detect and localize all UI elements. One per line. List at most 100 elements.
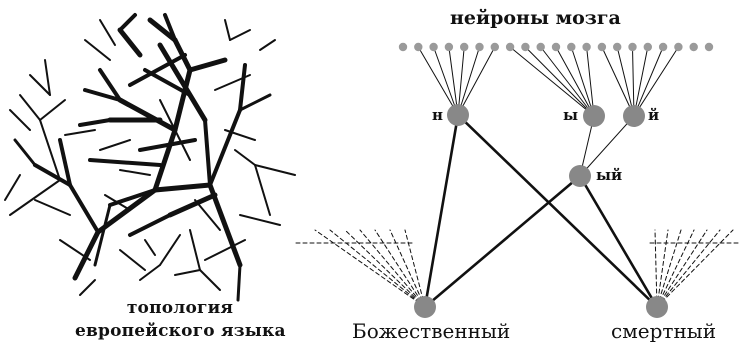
neuron-dot xyxy=(460,42,469,52)
tree-branch xyxy=(58,138,72,187)
fan-line-bottom-right xyxy=(654,229,658,308)
fan-line-y xyxy=(570,46,595,117)
tree-branch xyxy=(83,88,122,102)
tree-branch xyxy=(39,119,61,181)
neuron-node-word-right xyxy=(646,296,668,318)
connection-yj-left xyxy=(423,174,582,309)
tree-branch xyxy=(39,99,66,121)
neurons-title: нейроны мозга xyxy=(450,7,621,29)
tree-branch xyxy=(236,263,242,302)
tree-branch xyxy=(224,19,231,41)
tree-branch xyxy=(34,199,71,216)
neuron-dot xyxy=(689,42,698,52)
tree-branch xyxy=(157,42,208,123)
tree-branch xyxy=(104,194,131,211)
neuron-dot xyxy=(505,42,515,52)
tree-branch xyxy=(98,68,122,102)
node-label-j: й xyxy=(648,106,660,124)
connection-yj-right xyxy=(578,174,659,309)
tree-branch xyxy=(199,269,221,291)
connection-n-left xyxy=(423,113,460,309)
tree-branch xyxy=(118,13,137,32)
tree-branch xyxy=(152,182,213,193)
fan-line-j xyxy=(601,46,635,117)
tree-branch xyxy=(224,129,256,141)
fan-line-j xyxy=(616,46,635,117)
topology-caption-line-2: европейского языка xyxy=(75,321,286,341)
tree-branch xyxy=(139,264,161,281)
tree-branch xyxy=(254,164,296,176)
fan-line-bottom-left xyxy=(329,229,426,308)
tree-branch xyxy=(214,74,251,91)
tree-branch xyxy=(174,269,201,276)
node-label-n: н xyxy=(432,106,443,124)
fan-line-j xyxy=(633,46,664,117)
tree-branch xyxy=(33,163,72,187)
tree-branch xyxy=(187,57,228,73)
tree-branch xyxy=(152,127,178,193)
fan-line-n xyxy=(457,46,480,116)
fan-line-bottom-left xyxy=(389,229,426,308)
tree-branch xyxy=(172,67,193,133)
neuron-dot xyxy=(613,42,622,52)
fan-line-bottom-right xyxy=(656,229,708,308)
fan-line-bottom-right xyxy=(656,229,695,308)
fan-line-bottom-right xyxy=(656,229,682,308)
fan-line-bottom-left xyxy=(359,229,426,308)
tree-branch xyxy=(207,182,243,268)
tree-branch xyxy=(64,129,96,136)
fan-line-n xyxy=(457,46,496,116)
fan-line-n xyxy=(448,46,459,116)
fan-line-bottom-right xyxy=(656,229,721,308)
word-label-smertny: смертный xyxy=(611,319,717,343)
neuron-dot xyxy=(582,42,591,52)
tree-branch xyxy=(234,149,256,166)
language-topology-tree xyxy=(4,13,296,302)
neuron-dot xyxy=(643,42,652,52)
tree-branch xyxy=(143,68,192,97)
tree-branch xyxy=(128,213,172,237)
tree-branch xyxy=(44,59,51,96)
tree-branch xyxy=(99,139,131,151)
connection-j-yj xyxy=(579,115,635,177)
tree-branch xyxy=(144,239,156,256)
tree-branch xyxy=(238,63,247,112)
fan-line-bottom-right xyxy=(656,229,734,308)
tree-branch xyxy=(163,13,177,42)
tree-branch xyxy=(189,229,201,271)
tree-branch xyxy=(84,39,111,61)
fan-line-bottom-left xyxy=(344,229,426,308)
neuron-node-yj xyxy=(569,165,591,187)
fan-line-y xyxy=(509,46,595,117)
tree-branch xyxy=(147,17,178,43)
neuron-dot xyxy=(414,42,423,52)
neuron-dot xyxy=(475,42,484,52)
tree-branch xyxy=(68,183,100,234)
tree-branch xyxy=(204,239,246,261)
fan-line-j xyxy=(633,46,649,117)
fan-line-y xyxy=(524,46,595,117)
tree-branch xyxy=(19,94,41,121)
tree-branch xyxy=(72,229,101,281)
fan-line-y xyxy=(540,46,595,117)
tree-branch xyxy=(9,109,31,131)
neuron-node-j xyxy=(623,105,645,127)
neuron-dot xyxy=(674,42,683,52)
tree-branch xyxy=(117,97,178,133)
fan-line-n xyxy=(417,46,459,116)
tree-branch xyxy=(117,27,143,58)
neuron-node-n xyxy=(447,104,469,126)
connection-n-right xyxy=(456,113,659,309)
topology-caption-line-1: топология xyxy=(126,298,234,318)
tree-branch xyxy=(167,192,218,218)
word-label-bozhestvenny: Божественный xyxy=(352,319,511,343)
fan-line-j xyxy=(633,46,679,117)
node-label-yj: ый xyxy=(596,166,623,184)
neuron-dot xyxy=(490,42,499,52)
tree-branch xyxy=(239,214,281,226)
tree-branch xyxy=(238,93,272,112)
tree-branch xyxy=(59,239,91,261)
tree-branch xyxy=(93,203,112,267)
node-label-y: ы xyxy=(563,106,579,124)
